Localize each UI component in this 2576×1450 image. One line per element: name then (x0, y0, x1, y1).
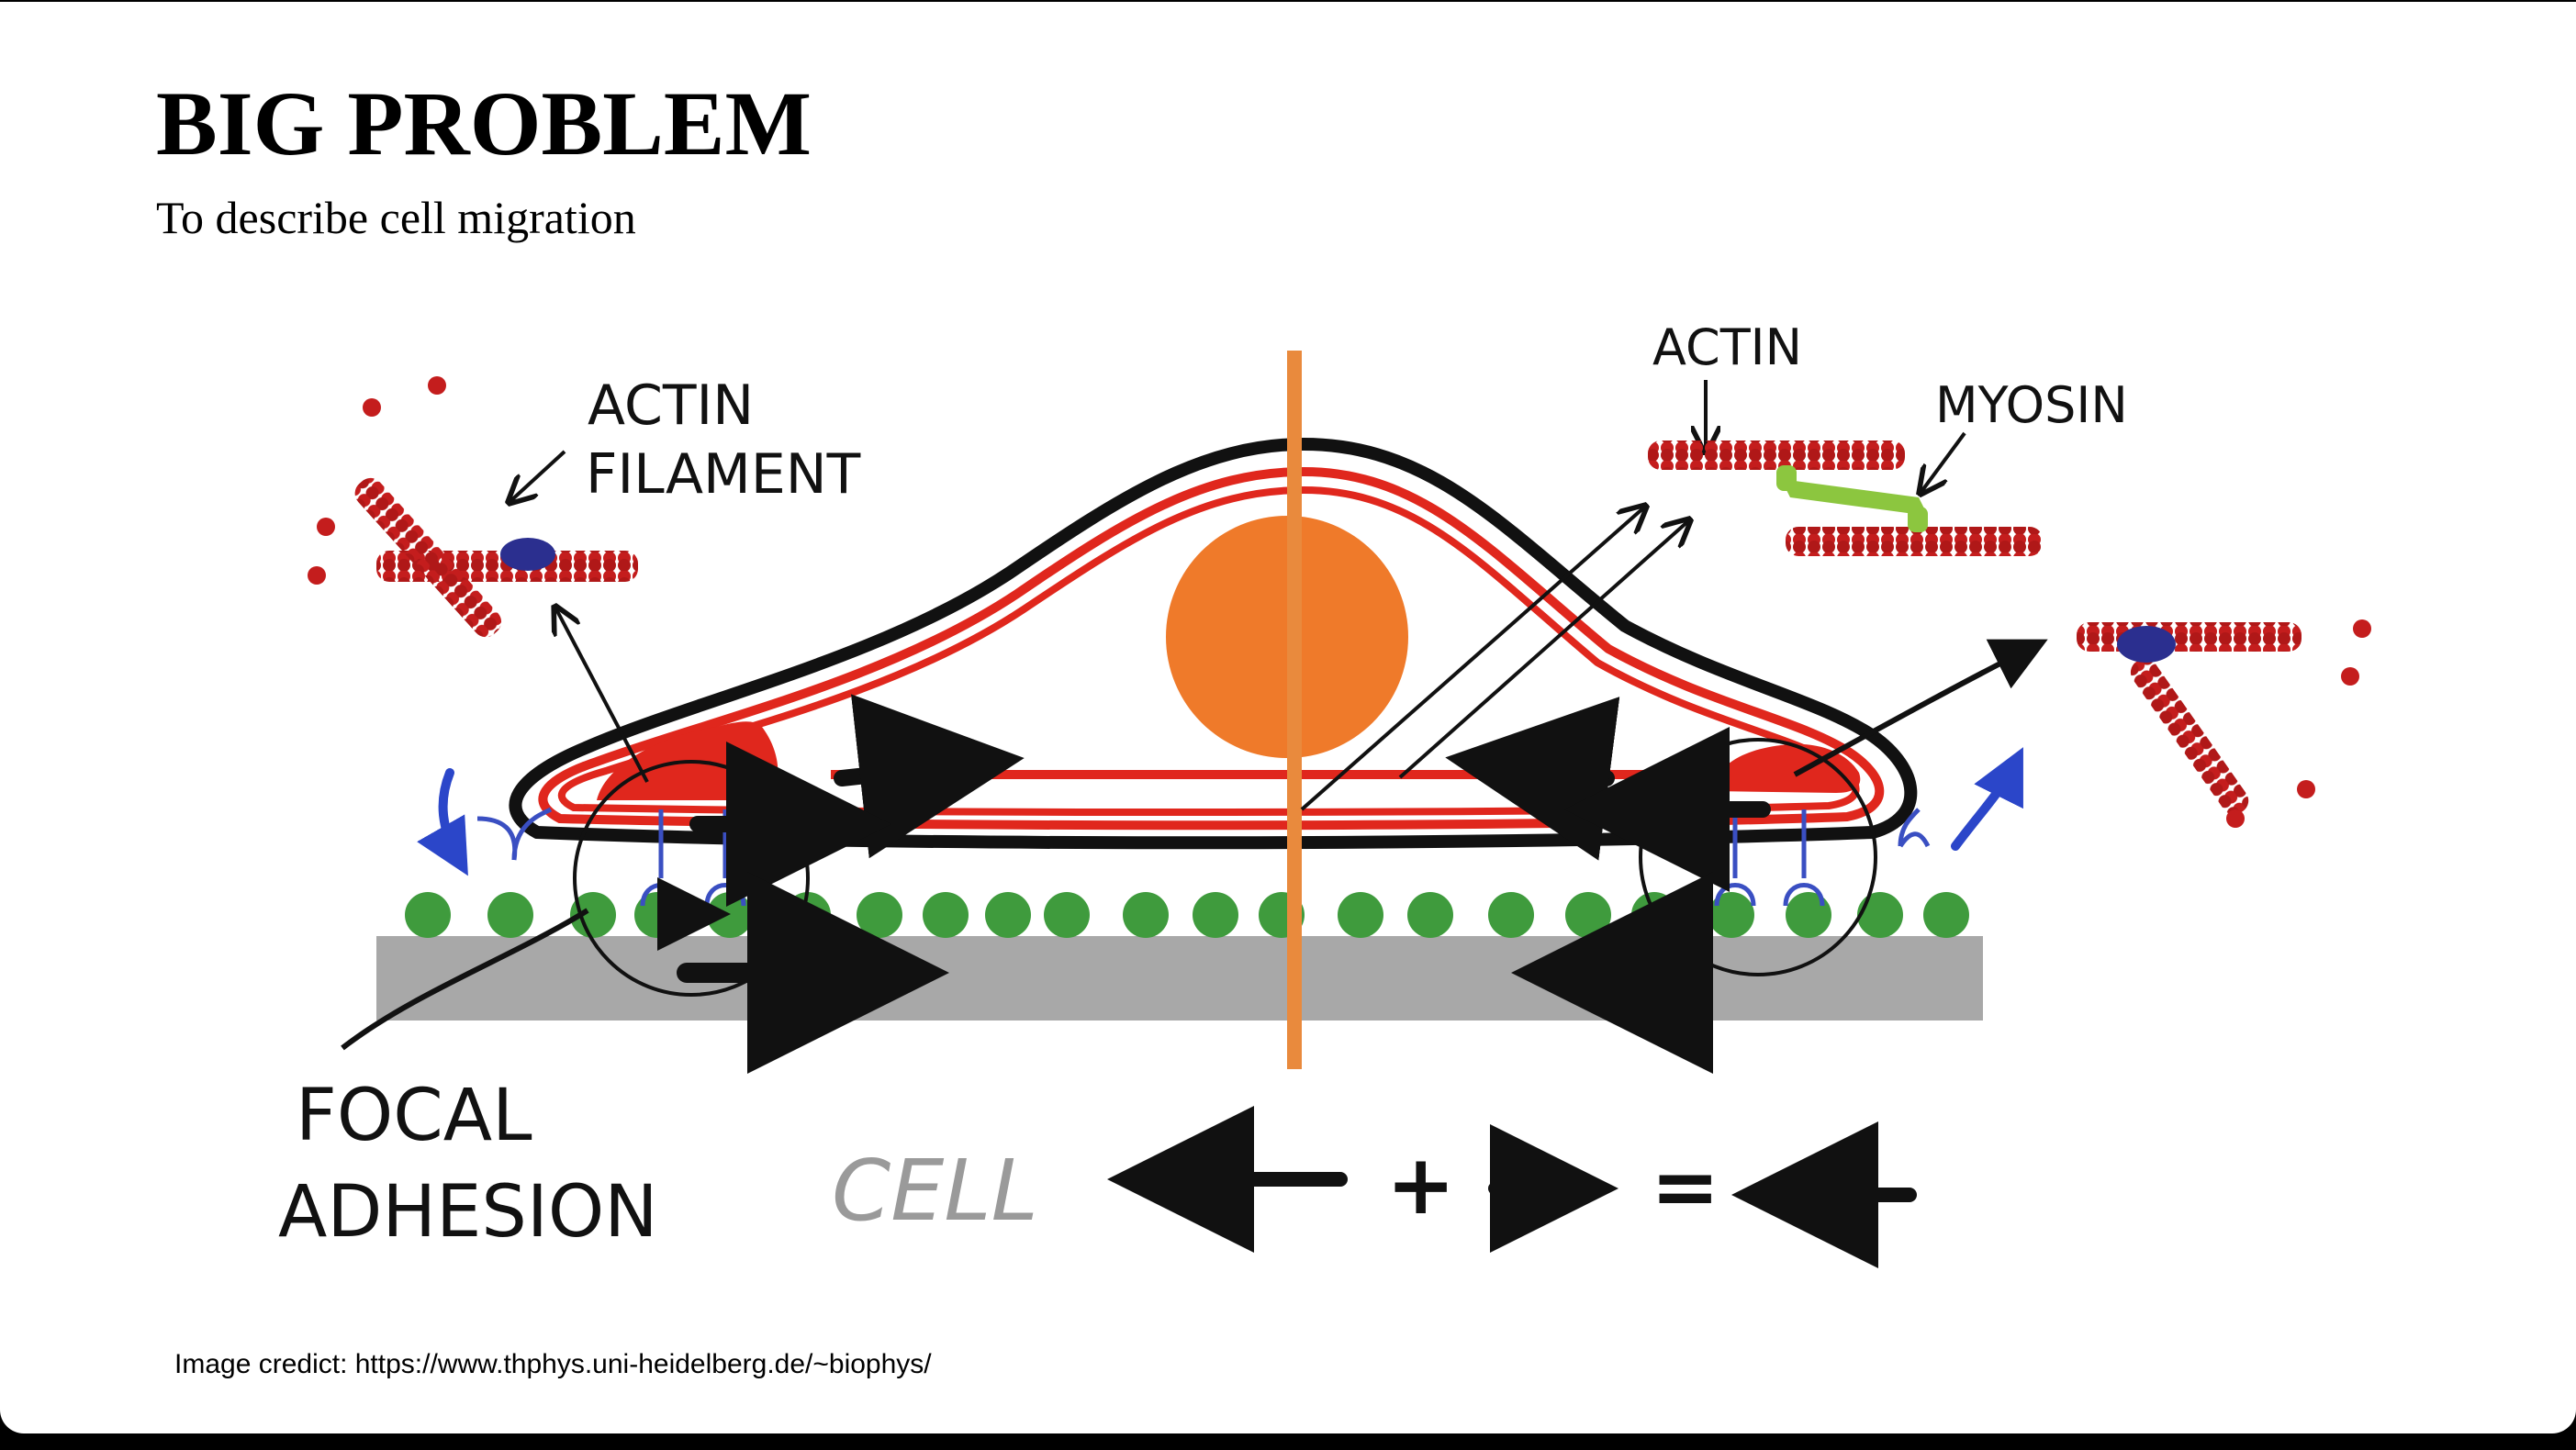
ligand-dot (1338, 892, 1383, 938)
ligand-dot (985, 892, 1031, 938)
actin-monomers (308, 376, 2371, 828)
substrate (376, 936, 1983, 1021)
label-cell: CELL (832, 1142, 1038, 1240)
divider-line (1287, 351, 1302, 1069)
label-equals: = (1651, 1139, 1719, 1235)
label-myosin: MYOSIN (1935, 376, 2128, 434)
image-credit: Image credict: https://www.thphys.uni-he… (174, 1349, 932, 1379)
label-plus: + (1386, 1137, 1455, 1233)
ligand-dot (1044, 892, 1090, 938)
slide-subtitle: To describe cell migration (156, 192, 636, 243)
label-actin-filament-2: FILAMENT (586, 442, 861, 507)
equation-arrows (1107, 1106, 1917, 1268)
ligand-dot (857, 892, 902, 938)
label-actin-filament-1: ACTIN (588, 374, 754, 438)
diagram-labels: ACTIN FILAMENT ACTIN MYOSIN FOCAL ADHESI… (278, 318, 2128, 1254)
slide-title: BIG PROBLEM (156, 72, 812, 174)
ligand-dot (1857, 892, 1903, 938)
ligand-dot (1193, 892, 1238, 938)
ligand-dot (1565, 892, 1611, 938)
label-focal-adhesion-1: FOCAL (296, 1075, 532, 1157)
ligand-dot (1123, 892, 1169, 938)
ligand-row (405, 892, 1969, 938)
blue-arrows (417, 747, 2023, 876)
ligand-dot (405, 892, 451, 938)
ligand-dot (570, 892, 616, 938)
pointer-lines (341, 380, 2048, 1051)
label-focal-adhesion-2: ADHESION (278, 1171, 658, 1254)
ligand-dot (487, 892, 533, 938)
ligand-dot (1923, 892, 1969, 938)
ligand-dot (923, 892, 969, 938)
force-arrows (657, 694, 1771, 1074)
actin-filaments (354, 441, 2302, 815)
label-actin: ACTIN (1652, 318, 1802, 376)
ligand-dot (1407, 892, 1453, 938)
ligand-dot (1708, 892, 1754, 938)
ligand-dot (1786, 892, 1831, 938)
ligand-dot (1488, 892, 1534, 938)
